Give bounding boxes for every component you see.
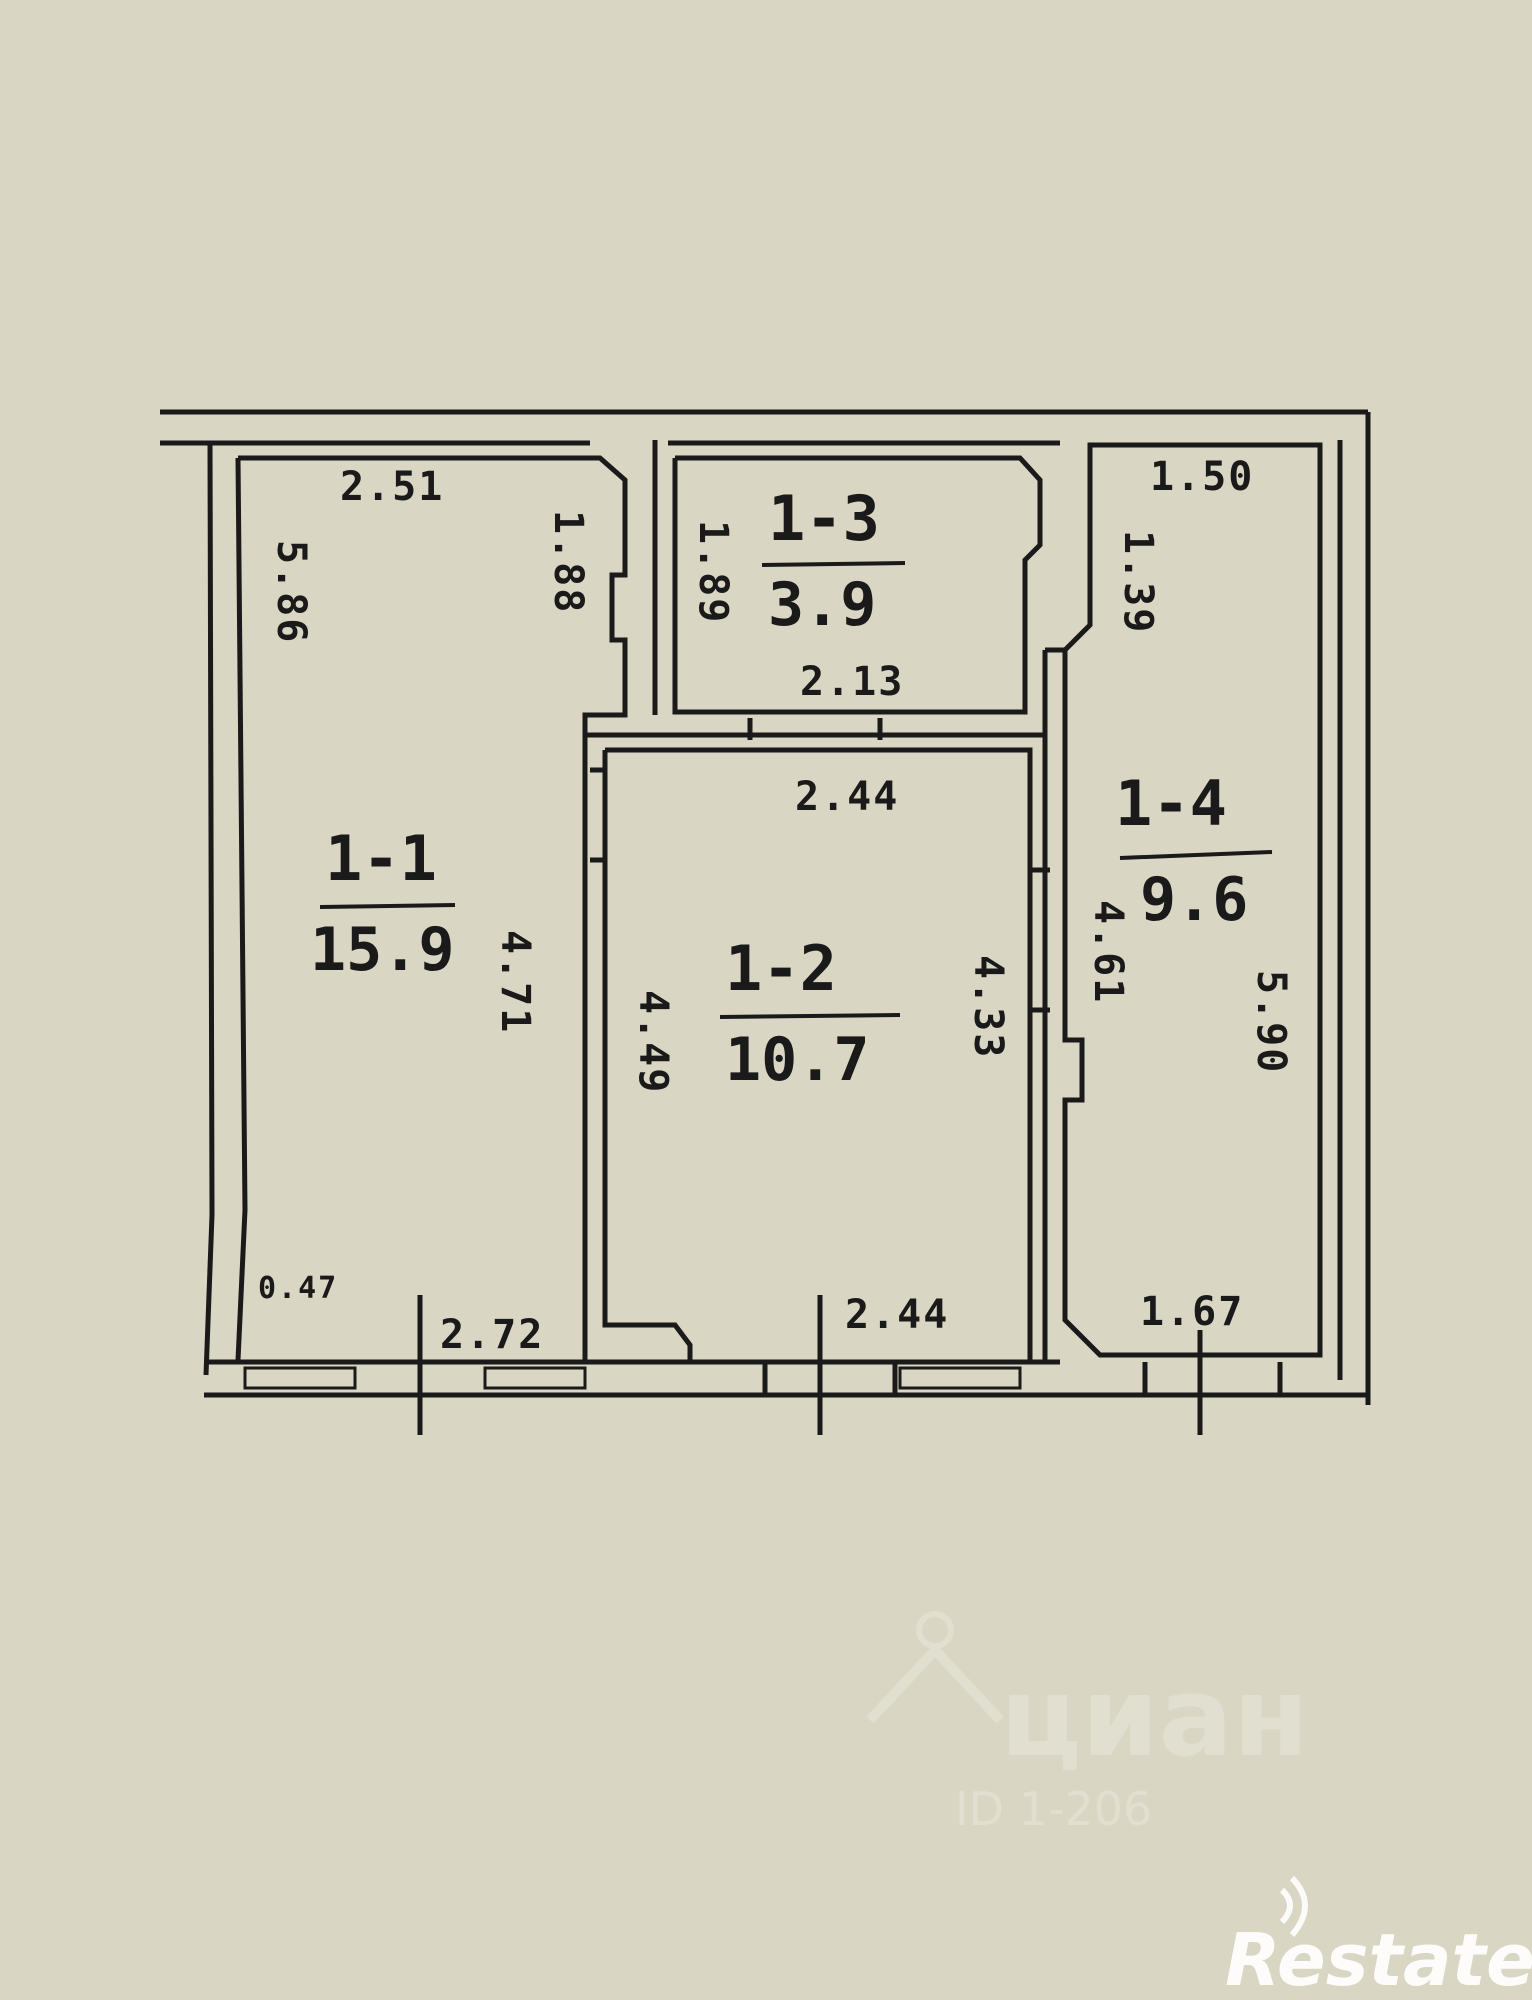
room-1-4-divider <box>1119 850 1273 860</box>
outer-wall-left <box>203 442 248 1376</box>
dim-r12-bottom: 2.44 <box>845 1292 949 1338</box>
cian-id-text: ID 1-206 <box>955 1782 1152 1836</box>
room-1-1-outline <box>238 455 628 1360</box>
cian-watermark: циан ID 1-206 <box>866 1611 1309 1836</box>
dim-r11-top: 2.51 <box>340 464 444 510</box>
dim-r12-left: 4.49 <box>630 990 676 1094</box>
dim-r14-left: 4.61 <box>1085 900 1131 1004</box>
cian-pin-icon <box>916 1611 954 1649</box>
dim-r11-niche: 1.88 <box>545 510 591 614</box>
window-2 <box>483 1366 587 1390</box>
room-1-2-id: 1-2 <box>725 932 837 1005</box>
dimension-labels: 2.51 5.86 1.88 4.71 0.47 2.72 1.89 2.13 … <box>258 454 1294 1358</box>
dim-r12-top: 2.44 <box>795 774 899 820</box>
room-1-1-divider <box>319 903 456 909</box>
dim-r13-left: 1.89 <box>690 520 736 624</box>
room-1-2-outline <box>585 732 1045 1362</box>
dim-r12-right: 4.33 <box>965 955 1011 1059</box>
axis-ticks <box>417 1295 1203 1435</box>
window-3 <box>898 1366 1022 1390</box>
dim-r11-bottom: 2.72 <box>440 1312 544 1358</box>
room-1-2-area: 10.7 <box>725 1025 870 1095</box>
room-1-2-divider <box>719 1013 901 1019</box>
room-1-1-id: 1-1 <box>325 822 437 895</box>
dim-r11-left: 5.86 <box>268 540 314 644</box>
room-1-4-area: 9.6 <box>1140 865 1248 935</box>
walls <box>160 409 1371 1405</box>
dim-r11-small: 0.47 <box>258 1271 338 1306</box>
window-1 <box>243 1366 357 1390</box>
room-1-3-outline <box>652 440 1043 715</box>
signal-icon <box>1279 1875 1308 1937</box>
room-labels: 1-1 15.9 1-2 10.7 1-3 3.9 1-4 9.6 <box>310 482 1273 1095</box>
room-1-3-id: 1-3 <box>768 482 880 555</box>
restate-watermark: Restate <box>1225 1875 1532 2000</box>
room-1-3-divider <box>761 561 906 567</box>
dim-r14-bottom: 1.67 <box>1140 1289 1244 1335</box>
room-1-3-area: 3.9 <box>768 570 876 640</box>
room-1-4-id: 1-4 <box>1115 767 1227 840</box>
cian-logo-text: циан <box>1000 1653 1309 1781</box>
dim-r13-bottom: 2.13 <box>800 659 904 705</box>
room-1-1-area: 15.9 <box>310 915 455 985</box>
windows <box>243 1366 1022 1390</box>
dim-r14-top: 1.50 <box>1150 454 1254 500</box>
outer-wall-top <box>160 409 1368 446</box>
dim-r14-left-top: 1.39 <box>1115 530 1161 634</box>
dim-r11-right: 4.71 <box>492 930 538 1034</box>
door-marks <box>590 718 1283 1395</box>
outer-wall-right <box>1337 412 1371 1405</box>
outer-wall-bottom <box>204 1359 1368 1398</box>
room-1-4-outline <box>1042 442 1323 1360</box>
dim-r14-right: 5.90 <box>1248 970 1294 1074</box>
restate-logo-text: Restate <box>1225 1918 1532 2000</box>
